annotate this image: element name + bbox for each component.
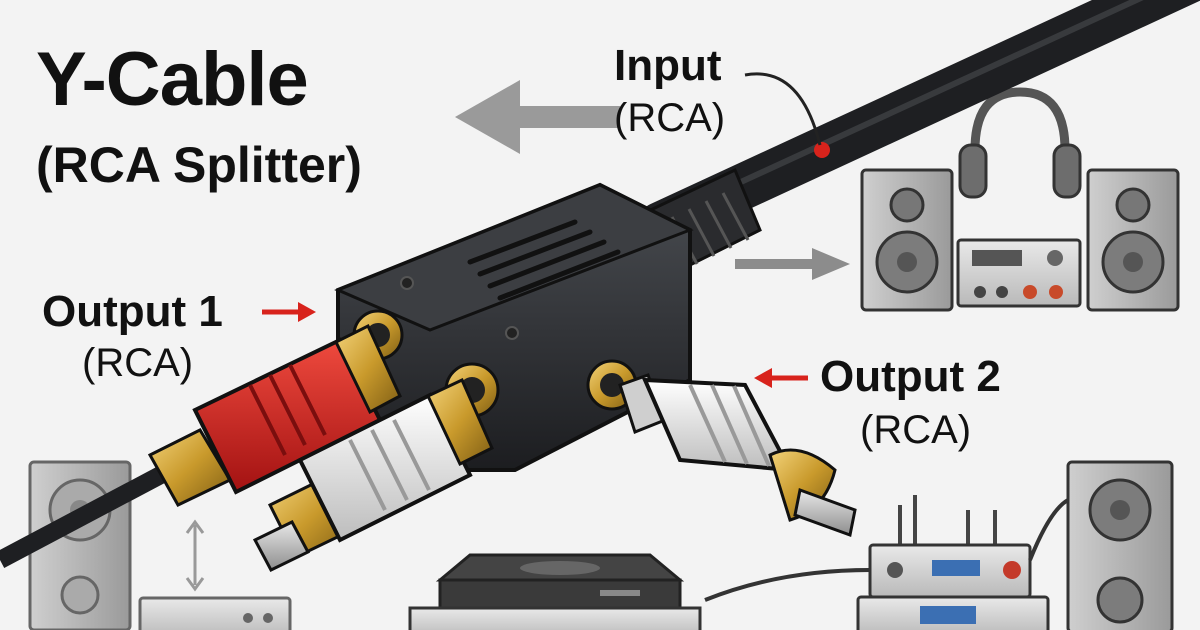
output1-label: Output 1 [42, 287, 223, 336]
speaker-right-top [1086, 168, 1180, 312]
speaker-left-top [860, 168, 954, 312]
input-label: Input [614, 41, 722, 90]
page-title: Y-Cable [36, 37, 309, 122]
arrow-output1-red [262, 302, 316, 322]
arrow-right-gray [735, 248, 850, 280]
rca-plug-red [0, 323, 402, 568]
av-receiver-bottom-right [704, 495, 1070, 630]
arrow-output2-red [754, 368, 808, 388]
input-type-label: (RCA) [614, 96, 726, 140]
arrow-left-gray [455, 80, 620, 154]
rca-plug-white-middle [252, 377, 494, 572]
speaker-right-bottom [1066, 460, 1174, 630]
output1-type-label: (RCA) [82, 341, 194, 385]
page-subtitle: (RCA Splitter) [36, 137, 362, 193]
amplifier-top [956, 238, 1082, 308]
receiver-bottom-left [138, 596, 292, 630]
updown-arrow-icon [185, 519, 205, 592]
output2-type-label: (RCA) [860, 408, 972, 452]
rca-plug-white-right [618, 373, 857, 538]
media-player [408, 553, 702, 630]
headphones-icon [958, 87, 1082, 199]
output2-label: Output 2 [820, 352, 1001, 401]
annotation-curve-icon [744, 72, 822, 146]
